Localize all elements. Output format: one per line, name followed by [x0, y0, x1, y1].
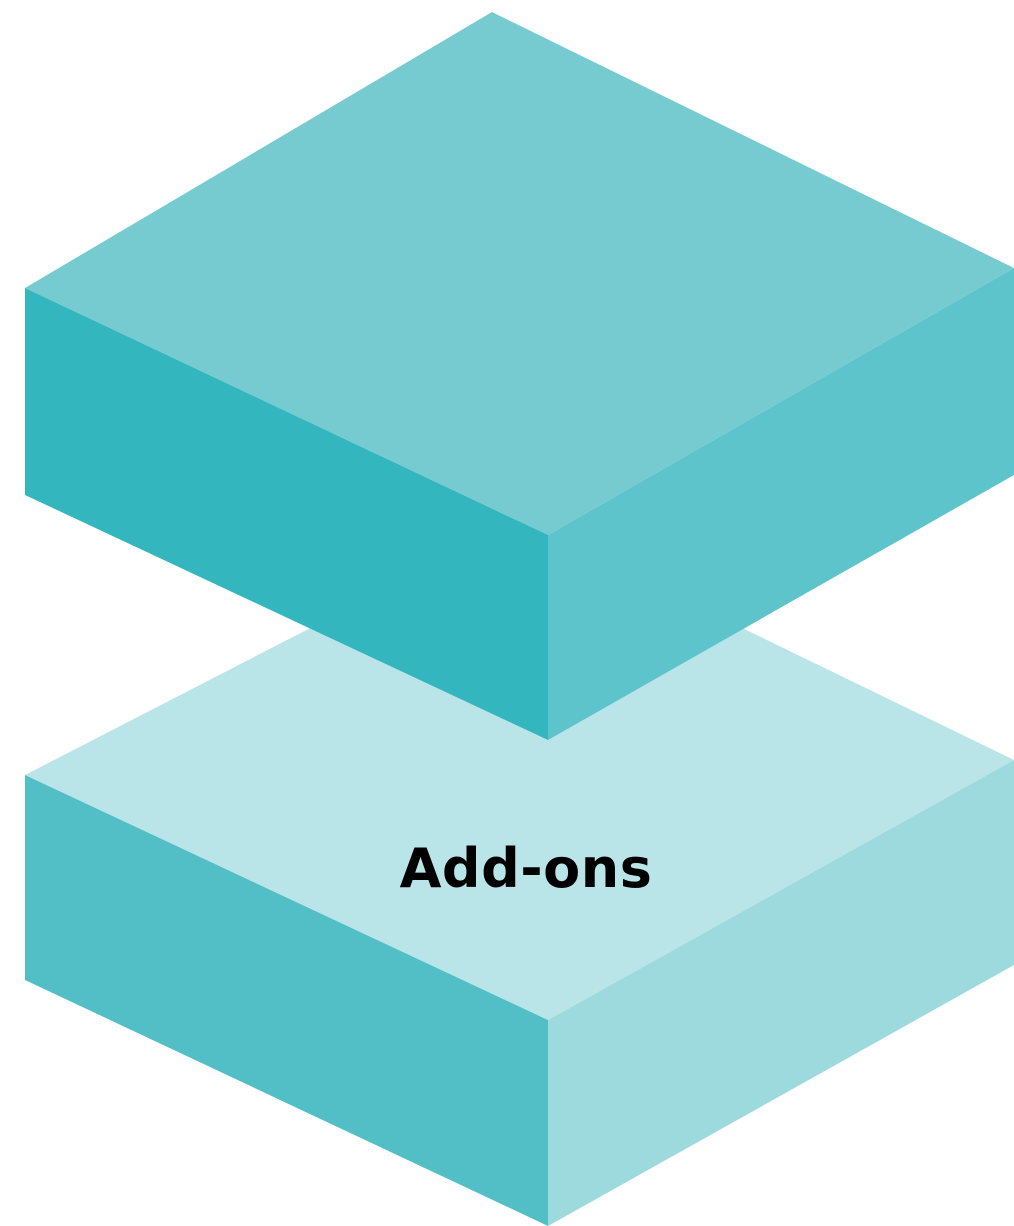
bottom-block: Add-ons — [25, 520, 1014, 1226]
top-block-right-face — [548, 268, 1014, 740]
top-block — [25, 12, 1014, 740]
bottom-block-label: Add-ons — [400, 837, 653, 900]
bottom-block-left-face — [25, 775, 548, 1226]
bottom-block-top-face — [25, 520, 1014, 1020]
bottom-block-right-face — [548, 760, 1014, 1226]
top-block-left-face — [25, 288, 548, 740]
top-block-top-face — [25, 12, 1014, 535]
